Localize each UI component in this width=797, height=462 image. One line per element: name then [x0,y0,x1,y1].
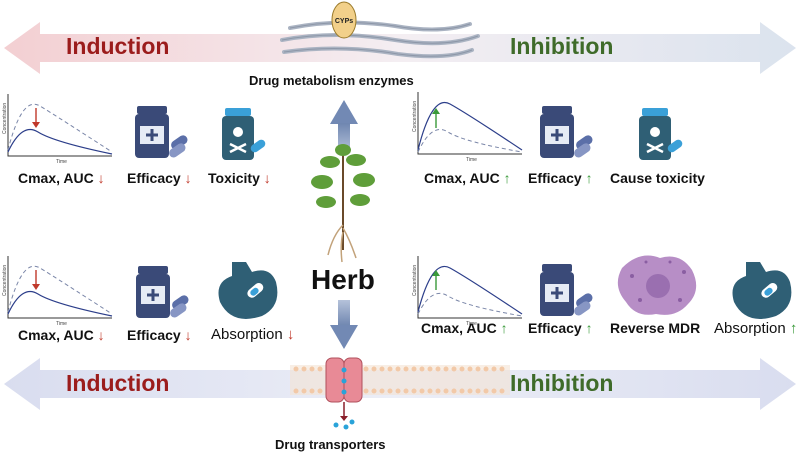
br-cmax-label: Cmax, AUC ↑ [421,320,508,336]
bottom-inhibition-label: Inhibition [510,370,614,396]
toxic-bottle-icon-tr [639,108,683,160]
tr-cmax-label: Cmax, AUC ↑ [424,170,511,186]
membrane-icon [290,365,510,395]
bl-efficacy-label: Efficacy ↓ [127,327,192,343]
stomach-icon-bl [218,262,278,319]
drug-bottle-icon-bl [136,266,189,318]
drug-bottle-icon-tl [135,106,188,158]
axis-x-label-br: Time [466,321,477,327]
axis-x-label-bl: Time [56,321,67,327]
top-inhibition-label: Inhibition [510,33,614,59]
br-efficacy-label: Efficacy ↑ [528,320,593,336]
tr-toxicity-label: Cause toxicity [610,170,705,186]
bottom-induction-label: Induction [66,370,170,396]
axis-y-label-tr: Concentration [412,101,418,132]
axis-y-label-tl: Concentration [2,103,8,134]
tl-cmax-label: Cmax, AUC ↓ [18,170,105,186]
drug-bottle-icon-tr [540,106,593,158]
pk-graph-top-right [417,92,523,155]
herb-label: Herb [311,264,375,295]
enzymes-caption: Drug metabolism enzymes [249,73,414,88]
bl-cmax-label: Cmax, AUC ↓ [18,327,105,343]
herb-plant-icon [311,144,375,263]
pk-graph-bottom-right [417,256,523,319]
bl-absorption-label: Absorption ↓ [211,326,295,343]
axis-y-label-br: Concentration [412,265,418,296]
pk-graph-bottom-left [7,256,113,319]
tl-toxicity-label: Toxicity ↓ [208,170,271,186]
transporter-protein-icon [325,357,363,430]
tr-efficacy-label: Efficacy ↑ [528,170,593,186]
toxic-bottle-icon-tl [222,108,266,160]
axis-x-label-tl: Time [56,159,67,165]
drug-bottle-icon-br [540,264,593,316]
er-organelle-outline [281,21,479,57]
axis-y-label-bl: Concentration [2,265,8,296]
arrow-down-to-transporters [330,300,358,349]
cancer-cell-icon [617,255,697,315]
pk-graph-top-left [7,94,113,157]
br-mdr-label: Reverse MDR [610,320,701,336]
top-induction-label: Induction [66,33,170,59]
cyps-label: CYPs [335,18,353,25]
tl-efficacy-label: Efficacy ↓ [127,170,192,186]
cyps-enzyme-icon [331,1,357,39]
stomach-icon-br [732,262,792,319]
transporters-caption: Drug transporters [275,437,386,452]
top-double-arrow [4,22,796,74]
br-absorption-label: Absorption ↑ [714,320,797,337]
axis-x-label-tr: Time [466,157,477,163]
